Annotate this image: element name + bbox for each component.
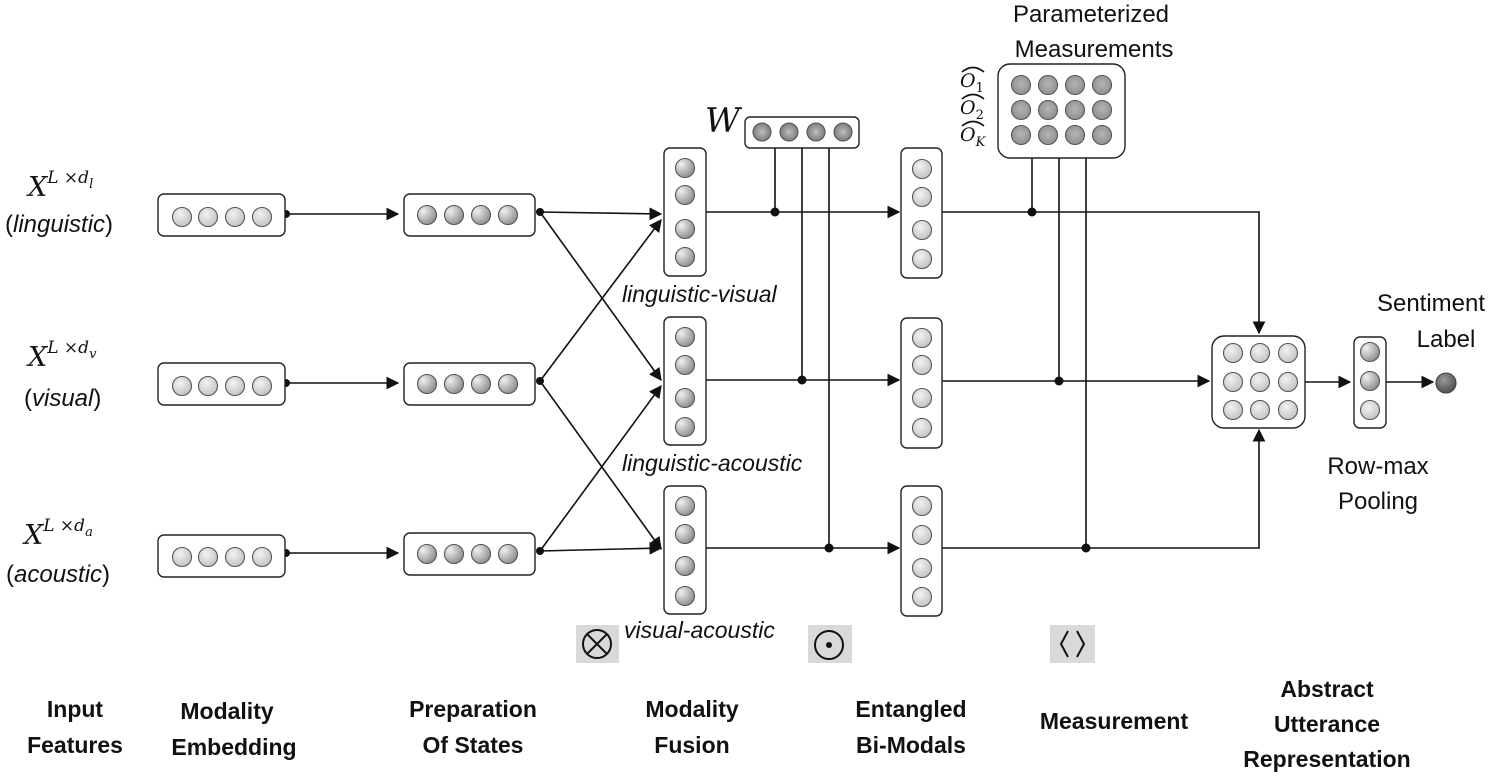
parameterized-measurements: Parameterized Measurements O1 O2 OK <box>960 1 1174 159</box>
stage-entangled-line2: Bi-Modals <box>856 732 966 758</box>
state-vector-visual <box>403 362 536 406</box>
fusion-vector-linguistic-acoustic <box>663 316 707 446</box>
pooling-label-line1: Row-max <box>1327 453 1428 480</box>
fusion-vector-linguistic-visual <box>663 147 707 277</box>
input-linguistic: XL ×dl (linguistic) <box>5 168 113 238</box>
svg-text:(linguistic): (linguistic) <box>5 211 113 238</box>
svg-text:O2: O2 <box>960 97 984 123</box>
stage-input-line1: Input <box>47 696 104 722</box>
sentiment-output: Sentiment Label <box>1377 290 1485 394</box>
modality-embedding <box>157 193 286 578</box>
stage-preparation-line1: Preparation <box>409 696 537 722</box>
stage-abstract-line3: Representation <box>1243 746 1410 772</box>
svg-text:(visual): (visual) <box>24 385 101 412</box>
weight-vector: W <box>705 101 860 149</box>
tensor-product-icon <box>576 625 619 663</box>
abstract-utterance-matrix <box>1211 335 1306 429</box>
measurement-operator-labels: O1 O2 OK <box>960 66 987 150</box>
fusion-label-linguistic-visual: linguistic-visual <box>622 281 778 307</box>
stage-input-line2: Features <box>27 732 123 758</box>
stage-labels: Input Features Modality Embedding Prepar… <box>27 676 1411 772</box>
entangled-vector-linguistic-visual <box>900 147 943 279</box>
measurement-bracket-icon <box>1050 625 1095 663</box>
dot-product-icon <box>808 625 852 663</box>
stage-measurement-line1: Measurement <box>1040 708 1189 734</box>
svg-text:XL ×dv: XL ×dv <box>26 338 97 373</box>
measurement-matrix <box>997 63 1126 159</box>
stage-abstract-line2: Utterance <box>1274 711 1380 737</box>
stage-preparation-line2: Of States <box>423 732 524 758</box>
connection-lines <box>286 148 1435 560</box>
modality-fusion: linguistic-visual linguistic-acoustic vi… <box>622 147 803 643</box>
stage-embedding-line1: Modality <box>180 698 273 724</box>
svg-text:O1: O1 <box>960 70 984 96</box>
pooling-label-line2: Pooling <box>1338 488 1418 515</box>
output-label-line1: Sentiment <box>1377 290 1485 317</box>
stage-fusion-line2: Fusion <box>654 732 729 758</box>
entangled-vector-linguistic-acoustic <box>900 317 943 449</box>
svg-text:XL ×dl: XL ×dl <box>26 168 93 203</box>
measurements-title-line2: Measurements <box>1015 36 1174 63</box>
stage-entangled-line1: Entangled <box>855 696 966 722</box>
state-vector-acoustic <box>403 532 536 576</box>
measurements-title-line1: Parameterized <box>1013 1 1169 28</box>
output-label-line2: Label <box>1417 326 1476 353</box>
stage-embedding-line2: Embedding <box>171 734 296 760</box>
embedding-vector-acoustic <box>157 534 286 578</box>
svg-text:XL ×da: XL ×da <box>22 516 93 551</box>
stage-fusion-line1: Modality <box>645 696 738 722</box>
entangled-vector-visual-acoustic <box>900 485 943 617</box>
junction-dots <box>282 207 1091 557</box>
operator-symbols <box>576 625 1095 663</box>
input-acoustic: XL ×da (acoustic) <box>6 516 110 588</box>
stage-abstract-line1: Abstract <box>1280 676 1374 702</box>
preparation-of-states <box>403 193 536 576</box>
output-node <box>1435 372 1457 394</box>
fusion-vector-visual-acoustic <box>663 485 707 615</box>
weight-label: W <box>705 101 743 141</box>
row-max-pooling: Row-max Pooling <box>1327 336 1429 515</box>
state-vector-linguistic <box>403 193 536 237</box>
fusion-label-visual-acoustic: visual-acoustic <box>624 617 775 643</box>
svg-text:OK: OK <box>960 124 987 150</box>
embedding-vector-visual <box>157 362 286 406</box>
entangled-bi-modals <box>900 147 943 617</box>
embedding-vector-linguistic <box>157 193 286 237</box>
input-features: XL ×dl (linguistic) XL ×dv (visual) XL ×… <box>5 168 113 588</box>
input-visual: XL ×dv (visual) <box>24 338 101 412</box>
fusion-label-linguistic-acoustic: linguistic-acoustic <box>622 450 803 476</box>
svg-text:(acoustic): (acoustic) <box>6 561 110 588</box>
